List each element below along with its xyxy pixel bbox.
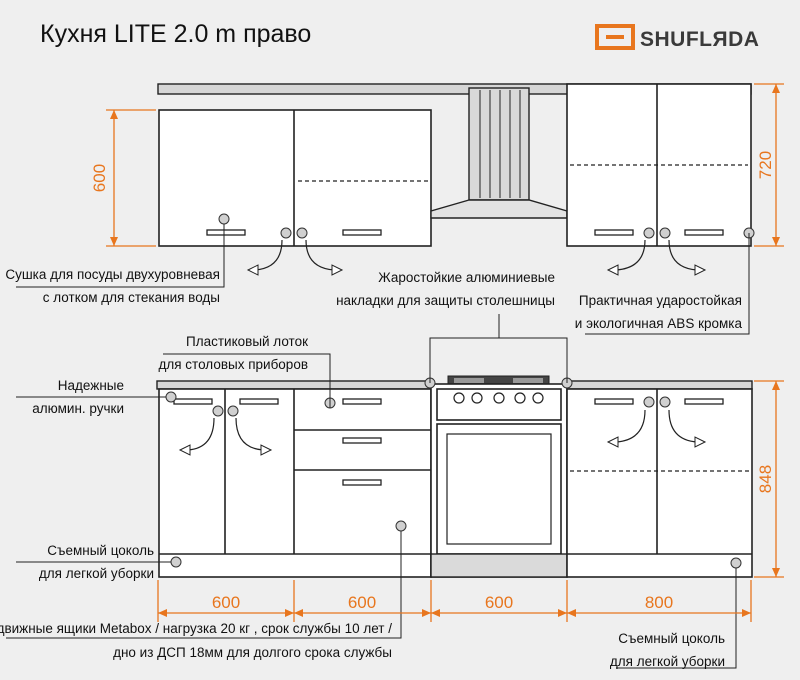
svg-text:с лотком для стекания воды: с лотком для стекания воды (43, 290, 220, 305)
callout-abs-edge: Практичная ударостойкая и экологичная AB… (575, 293, 743, 331)
handle (684, 229, 724, 236)
page-title: Кухня LITE 2.0 m право (40, 20, 311, 48)
callout-drawers: Выдвижные ящики Metabox / нагрузка 20 кг… (0, 621, 392, 660)
logo-drawer-icon (595, 24, 635, 50)
dim-upper-right-height: 720 (756, 151, 775, 179)
lower-left-cabinets (158, 388, 432, 578)
logo-handle-icon (606, 35, 624, 39)
dim-lower-height: 848 (756, 465, 775, 493)
svg-text:для столовых приборов: для столовых приборов (158, 357, 308, 372)
svg-text:Надежные: Надежные (58, 378, 124, 393)
brand-logo: SHUFLЯDA (595, 24, 759, 51)
svg-text:накладки для защиты столешницы: накладки для защиты столешницы (336, 293, 555, 308)
callout-cutlery-tray: Пластиковый лоток для столовых приборов (158, 334, 308, 372)
handle (173, 398, 213, 405)
callout-plinth-right: Съемный цоколь для легкой уборки (610, 631, 725, 669)
svg-text:дно из ДСП 18мм для долгого ср: дно из ДСП 18мм для долгого срока службы (113, 645, 392, 660)
handle (239, 398, 279, 405)
upper-left-cabinet (158, 109, 432, 247)
svg-text:для легкой уборки: для легкой уборки (610, 654, 725, 669)
svg-text:Съемный цоколь: Съемный цоколь (618, 631, 725, 646)
callout-handles: Надежные алюмин. ручки (32, 378, 124, 416)
dim-width-4: 800 (645, 593, 673, 612)
dim-width-2: 600 (348, 593, 376, 612)
svg-text:Пластиковый лоток: Пластиковый лоток (186, 334, 308, 349)
handle (684, 398, 724, 405)
svg-text:Сушка для посуды двухуровневая: Сушка для посуды двухуровневая (5, 267, 220, 282)
handle (342, 229, 382, 236)
callout-plinth-left: Съемный цоколь для легкой уборки (39, 543, 154, 581)
range-hood (430, 87, 568, 219)
handle (594, 229, 634, 236)
svg-text:Практичная ударостойкая: Практичная ударостойкая (579, 293, 742, 308)
countertop-right (566, 380, 753, 390)
logo-text: SHUFLЯDA (640, 28, 759, 51)
svg-text:Съемный цоколь: Съемный цоколь (47, 543, 154, 558)
lower-right-cabinets (566, 388, 753, 578)
dim-width-3: 600 (485, 593, 513, 612)
callout-dish-dryer: Сушка для посуды двухуровневая с лотком … (5, 267, 220, 305)
countertop-left (156, 380, 432, 390)
svg-text:и экологичная ABS кромка: и экологичная ABS кромка (575, 316, 743, 331)
svg-text:Выдвижные ящики Metabox / нагр: Выдвижные ящики Metabox / нагрузка 20 кг… (0, 621, 392, 636)
handle (342, 398, 382, 405)
svg-text:Жаростойкие алюминиевые: Жаростойкие алюминиевые (378, 270, 555, 285)
svg-text:алюмин. ручки: алюмин. ручки (32, 401, 124, 416)
dim-width-1: 600 (212, 593, 240, 612)
svg-text:для легкой уборки: для легкой уборки (39, 566, 154, 581)
callout-heat-strips: Жаростойкие алюминиевые накладки для защ… (336, 270, 555, 308)
dim-upper-height: 600 (90, 164, 109, 192)
handle (206, 229, 246, 236)
handle (342, 479, 382, 486)
stove (430, 375, 568, 578)
handle (594, 398, 634, 405)
handle (342, 437, 382, 444)
